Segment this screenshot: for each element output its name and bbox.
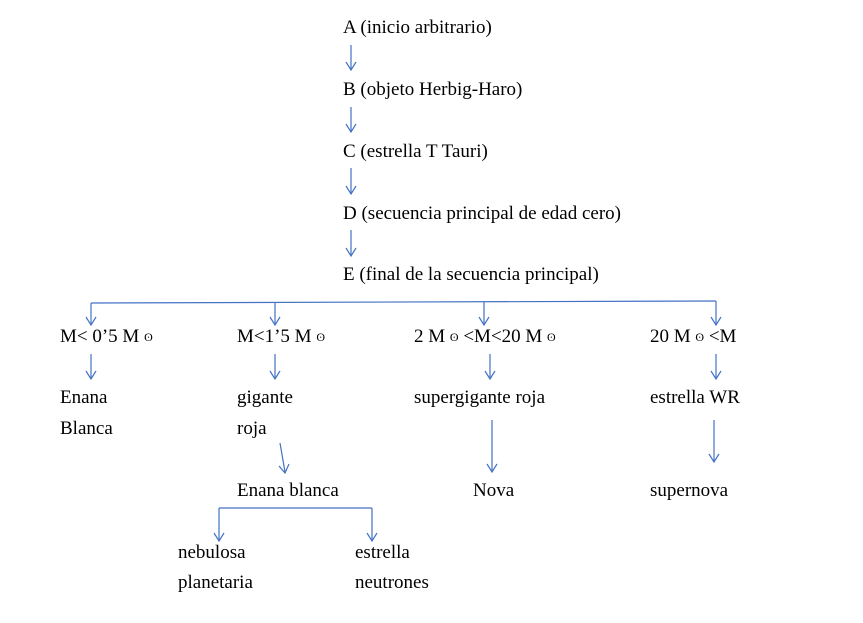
arrow-d-e: [345, 230, 357, 258]
node-c: C (estrella T Tauri): [343, 141, 488, 162]
arrow-split-left: [213, 508, 225, 543]
b4-result: estrella WR: [650, 387, 740, 408]
condition-b2: M<1’5 M ʘ: [237, 326, 326, 347]
arrow-b4-result: [710, 354, 722, 381]
node-a: A (inicio arbitrario): [343, 17, 492, 38]
sun-symbol-icon: ʘ: [695, 330, 705, 344]
arrow-bar-b4: [710, 301, 722, 327]
condition-b3: 2 M ʘ <M<20 M ʘ: [414, 326, 556, 347]
arrow-bar-b2: [269, 302, 281, 327]
node-d: D (secuencia principal de edad cero): [343, 203, 621, 224]
arrow-b2-result: [269, 354, 281, 381]
condition-b4: 20 M ʘ <M: [650, 326, 737, 347]
arrow-b3-next: [486, 420, 498, 474]
arrow-b3-result: [484, 354, 496, 381]
b3-result: supergigante roja: [414, 387, 546, 408]
node-e: E (final de la secuencia principal): [343, 264, 599, 285]
b1-result-line1: Enana: [60, 387, 108, 408]
b2-next: Enana blanca: [237, 480, 339, 501]
b3-next: Nova: [473, 480, 515, 501]
condition-b1: M< 0’5 M ʘ: [60, 326, 153, 347]
sun-symbol-icon: ʘ: [144, 330, 153, 344]
b2-result-line2: roja: [237, 418, 267, 439]
arrow-bar-b3: [478, 302, 490, 327]
arrow-b2-next: [278, 442, 290, 475]
b1-result-line2: Blanca: [60, 418, 113, 439]
end-left-line2: planetaria: [178, 572, 253, 593]
sun-symbol-icon: ʘ: [547, 330, 556, 344]
arrow-bar-b1: [85, 303, 97, 327]
arrow-b-c: [345, 107, 357, 134]
arrow-split-right: [366, 508, 378, 543]
sun-symbol-icon: ʘ: [316, 330, 326, 344]
end-left-line1: nebulosa: [178, 542, 246, 563]
end-right-line1: estrella: [355, 542, 410, 563]
arrow-b4-next: [708, 420, 720, 464]
b2-result-line1: gigante: [237, 387, 293, 408]
arrow-c-d: [345, 168, 357, 196]
arrow-a-b: [345, 45, 357, 72]
branch-bar: [90, 300, 717, 304]
arrow-b1-result: [85, 354, 97, 381]
b4-next: supernova: [650, 480, 729, 501]
end-right-line2: neutrones: [355, 572, 429, 593]
sun-symbol-icon: ʘ: [449, 330, 459, 344]
node-b: B (objeto Herbig-Haro): [343, 79, 523, 100]
